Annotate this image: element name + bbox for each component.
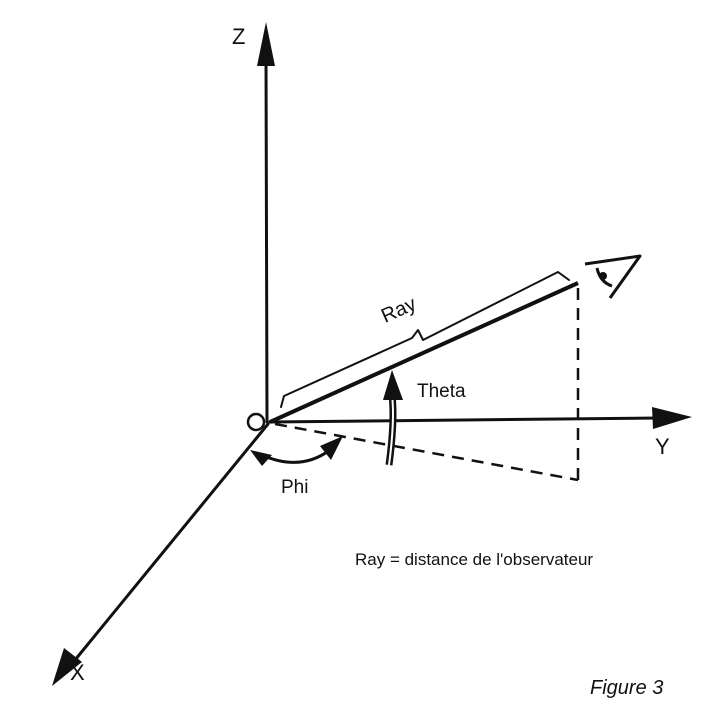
origin-circle: O	[246, 412, 266, 432]
x-axis-arrowhead	[52, 648, 82, 686]
theta-arrow	[383, 370, 403, 466]
z-axis: Z	[232, 22, 275, 424]
x-axis-line	[73, 422, 270, 662]
figure-caption: Figure 3	[590, 677, 663, 699]
z-axis-arrowhead	[257, 22, 275, 66]
y-axis-label: Y	[655, 434, 670, 459]
ground-projection-dashed-line	[274, 422, 579, 482]
y-axis: Y	[268, 407, 692, 459]
y-axis-line	[268, 416, 662, 424]
eye-icon	[584, 254, 642, 299]
legend-text: Ray = distance de l'observateur	[355, 550, 593, 569]
ray-brace	[280, 271, 570, 408]
z-axis-label: Z	[232, 24, 245, 49]
phi-label: Phi	[281, 477, 308, 498]
z-axis-line	[264, 53, 269, 424]
ray-label: Ray	[378, 293, 419, 328]
x-axis-label: X	[70, 660, 85, 685]
ray-line	[269, 281, 579, 424]
x-axis: X	[52, 422, 270, 686]
phi-arrow	[250, 436, 343, 466]
theta-label: Theta	[417, 381, 466, 402]
y-axis-arrowhead	[652, 407, 692, 429]
